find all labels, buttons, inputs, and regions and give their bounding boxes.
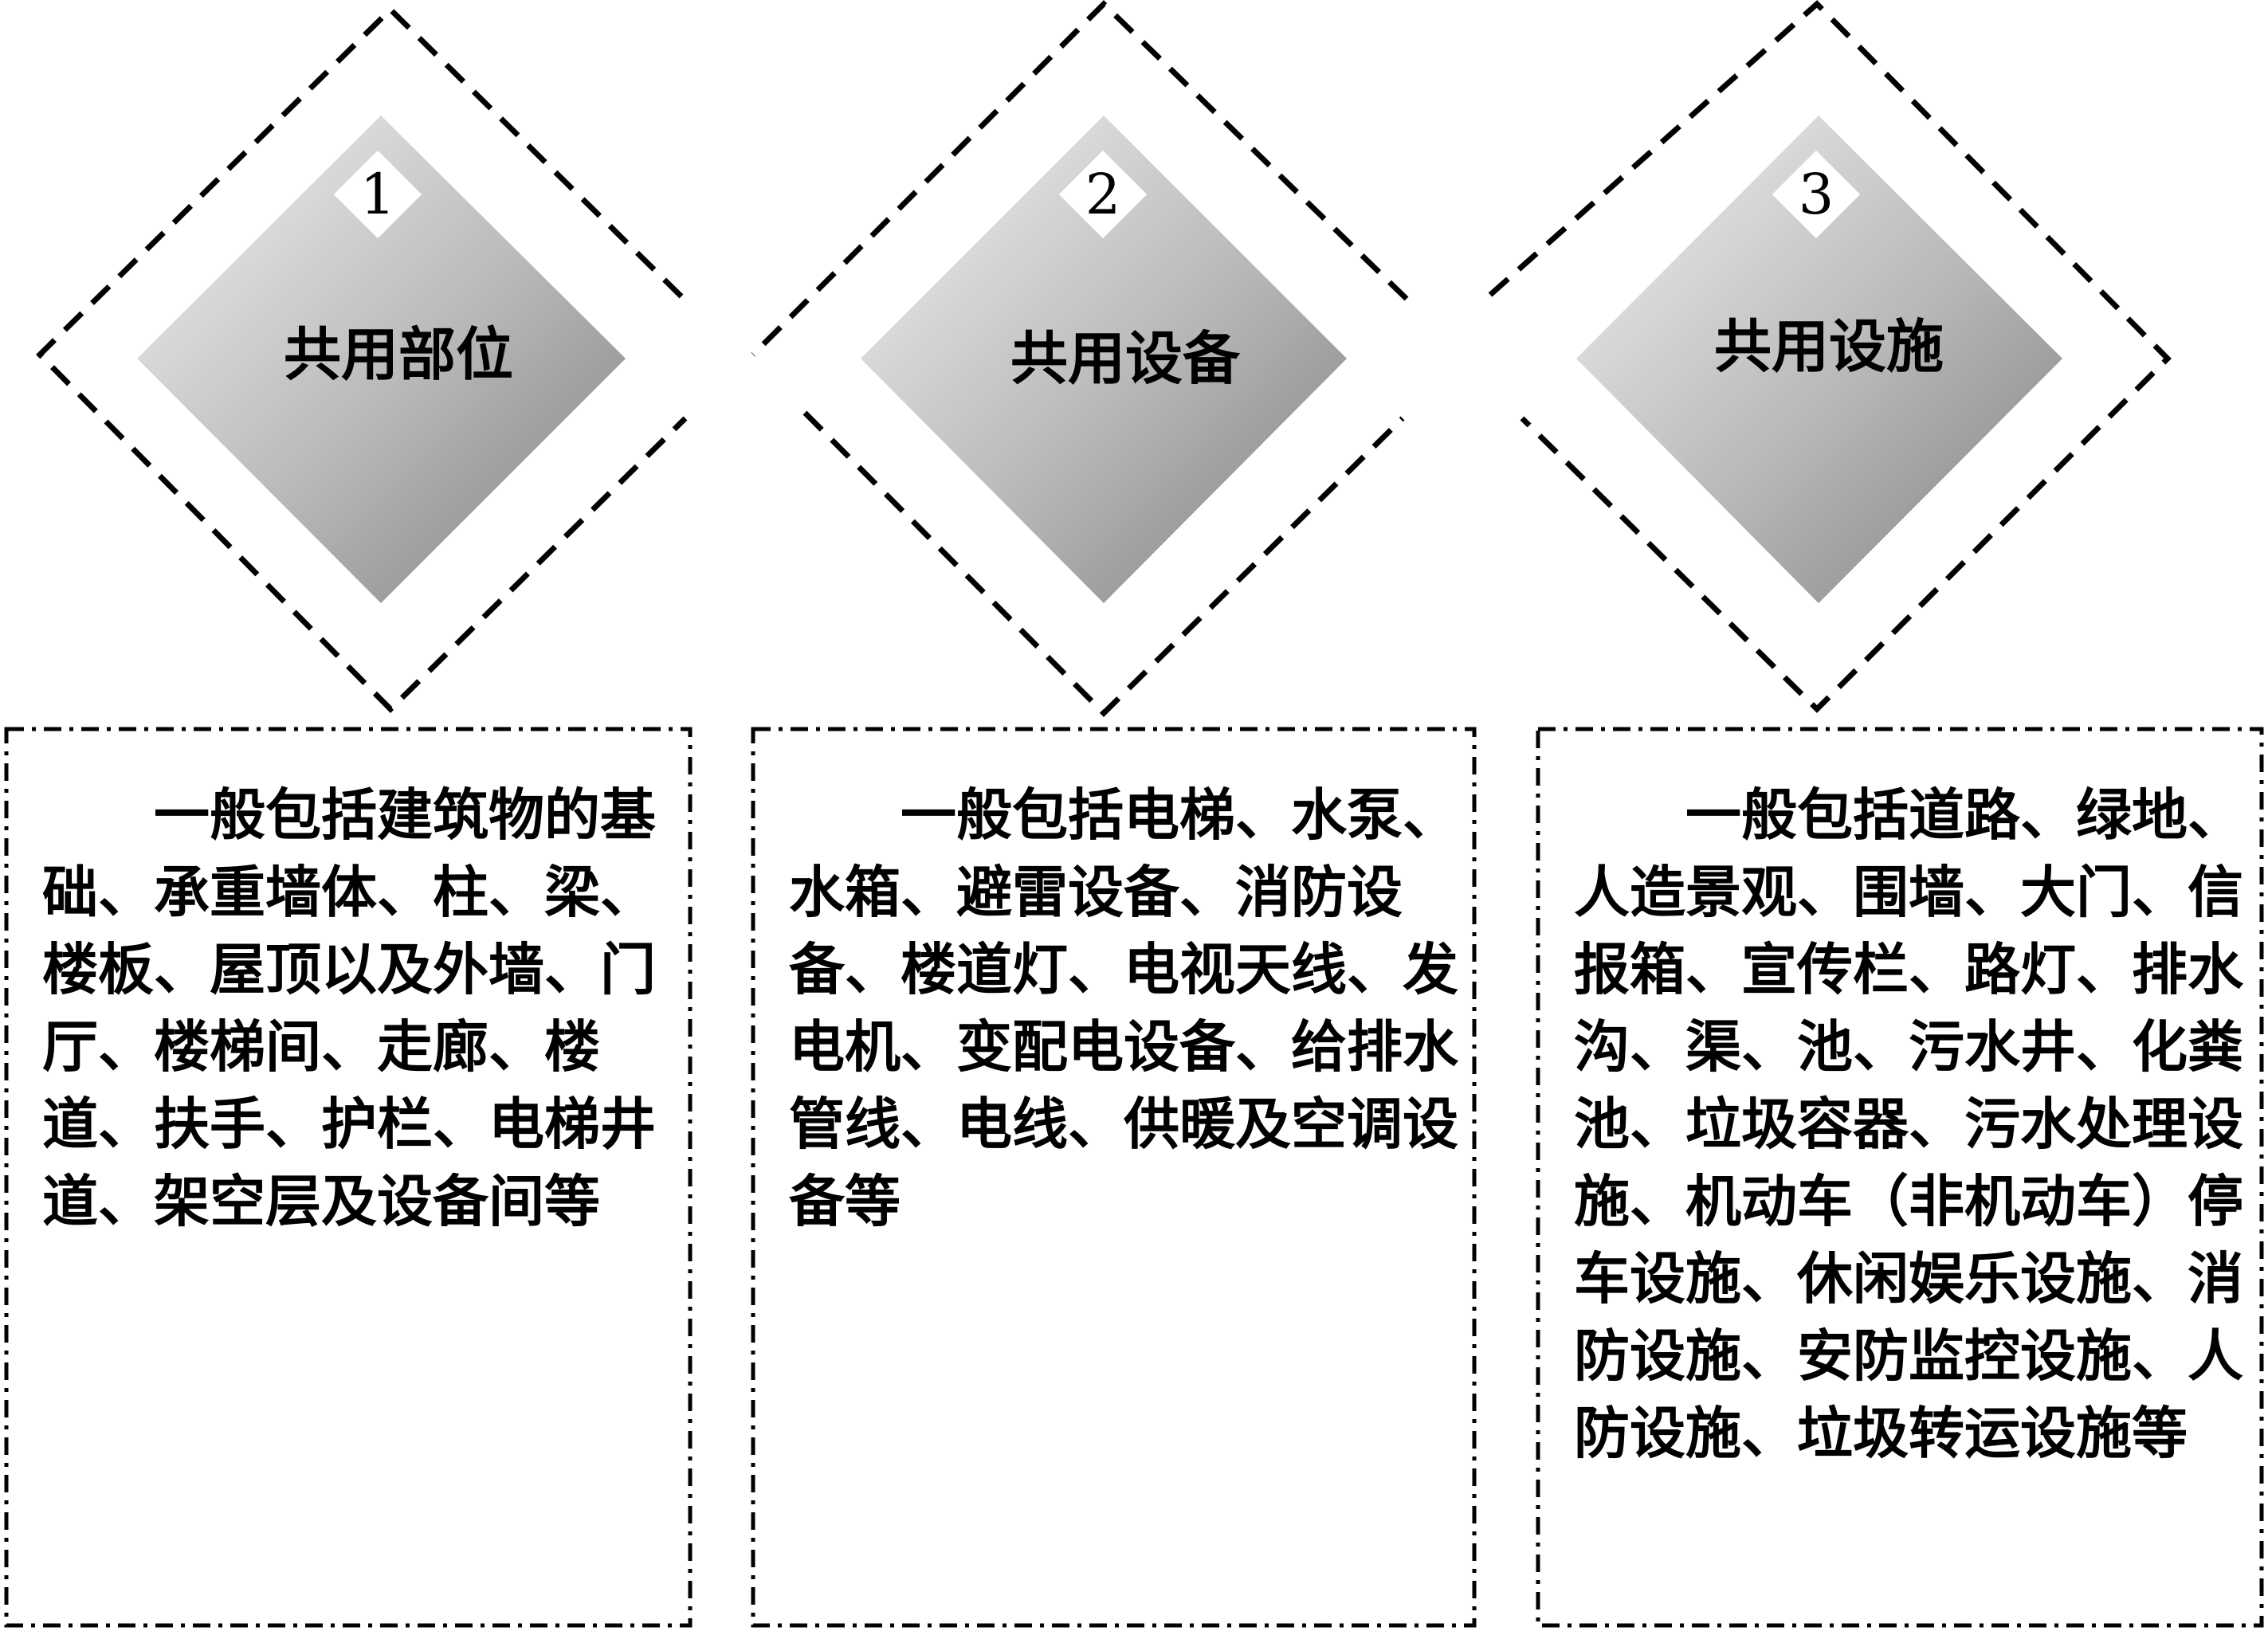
item-3-number: 3 [1799, 162, 1834, 227]
item-3-title: 共用设施 [1714, 313, 1944, 380]
item-1-number: 1 [360, 162, 396, 227]
item-3-description: 一般包括道路、绿地、人造景观、围墙、大门、信报箱、宣传栏、路灯、排水沟、渠、池、… [1574, 782, 2243, 1466]
item-3-outer-frame [1488, 0, 2172, 713]
item-2-number: 2 [1085, 162, 1121, 227]
item-2-diamond: 2 共用设备 [861, 116, 1347, 603]
item-2-outer-frame [751, 0, 1409, 717]
item-3-diamond: 3 共用设施 [1576, 116, 2062, 603]
item-2-description: 一般包括电梯、水泵、水箱、避雷设备、消防设备、楼道灯、电视天线、发电机、变配电设… [789, 782, 1458, 1234]
item-1-title: 共用部位 [284, 321, 513, 388]
item-2-description-frame [751, 727, 1477, 1628]
item-1-outer-frame [36, 6, 688, 713]
item-1-description: 一般包括建筑物的基础、承重墙体、柱、梁、楼板、屋顶以及外墙、门厅、楼梯间、走廊、… [42, 782, 656, 1234]
item-2-number-badge [1058, 150, 1148, 239]
item-1-description-frame [4, 727, 693, 1628]
item-3-number-badge [1772, 150, 1861, 239]
item-2-title: 共用设备 [1010, 325, 1241, 392]
item-1-diamond: 1 共用部位 [137, 116, 626, 603]
item-3-description-frame [1536, 727, 2264, 1628]
